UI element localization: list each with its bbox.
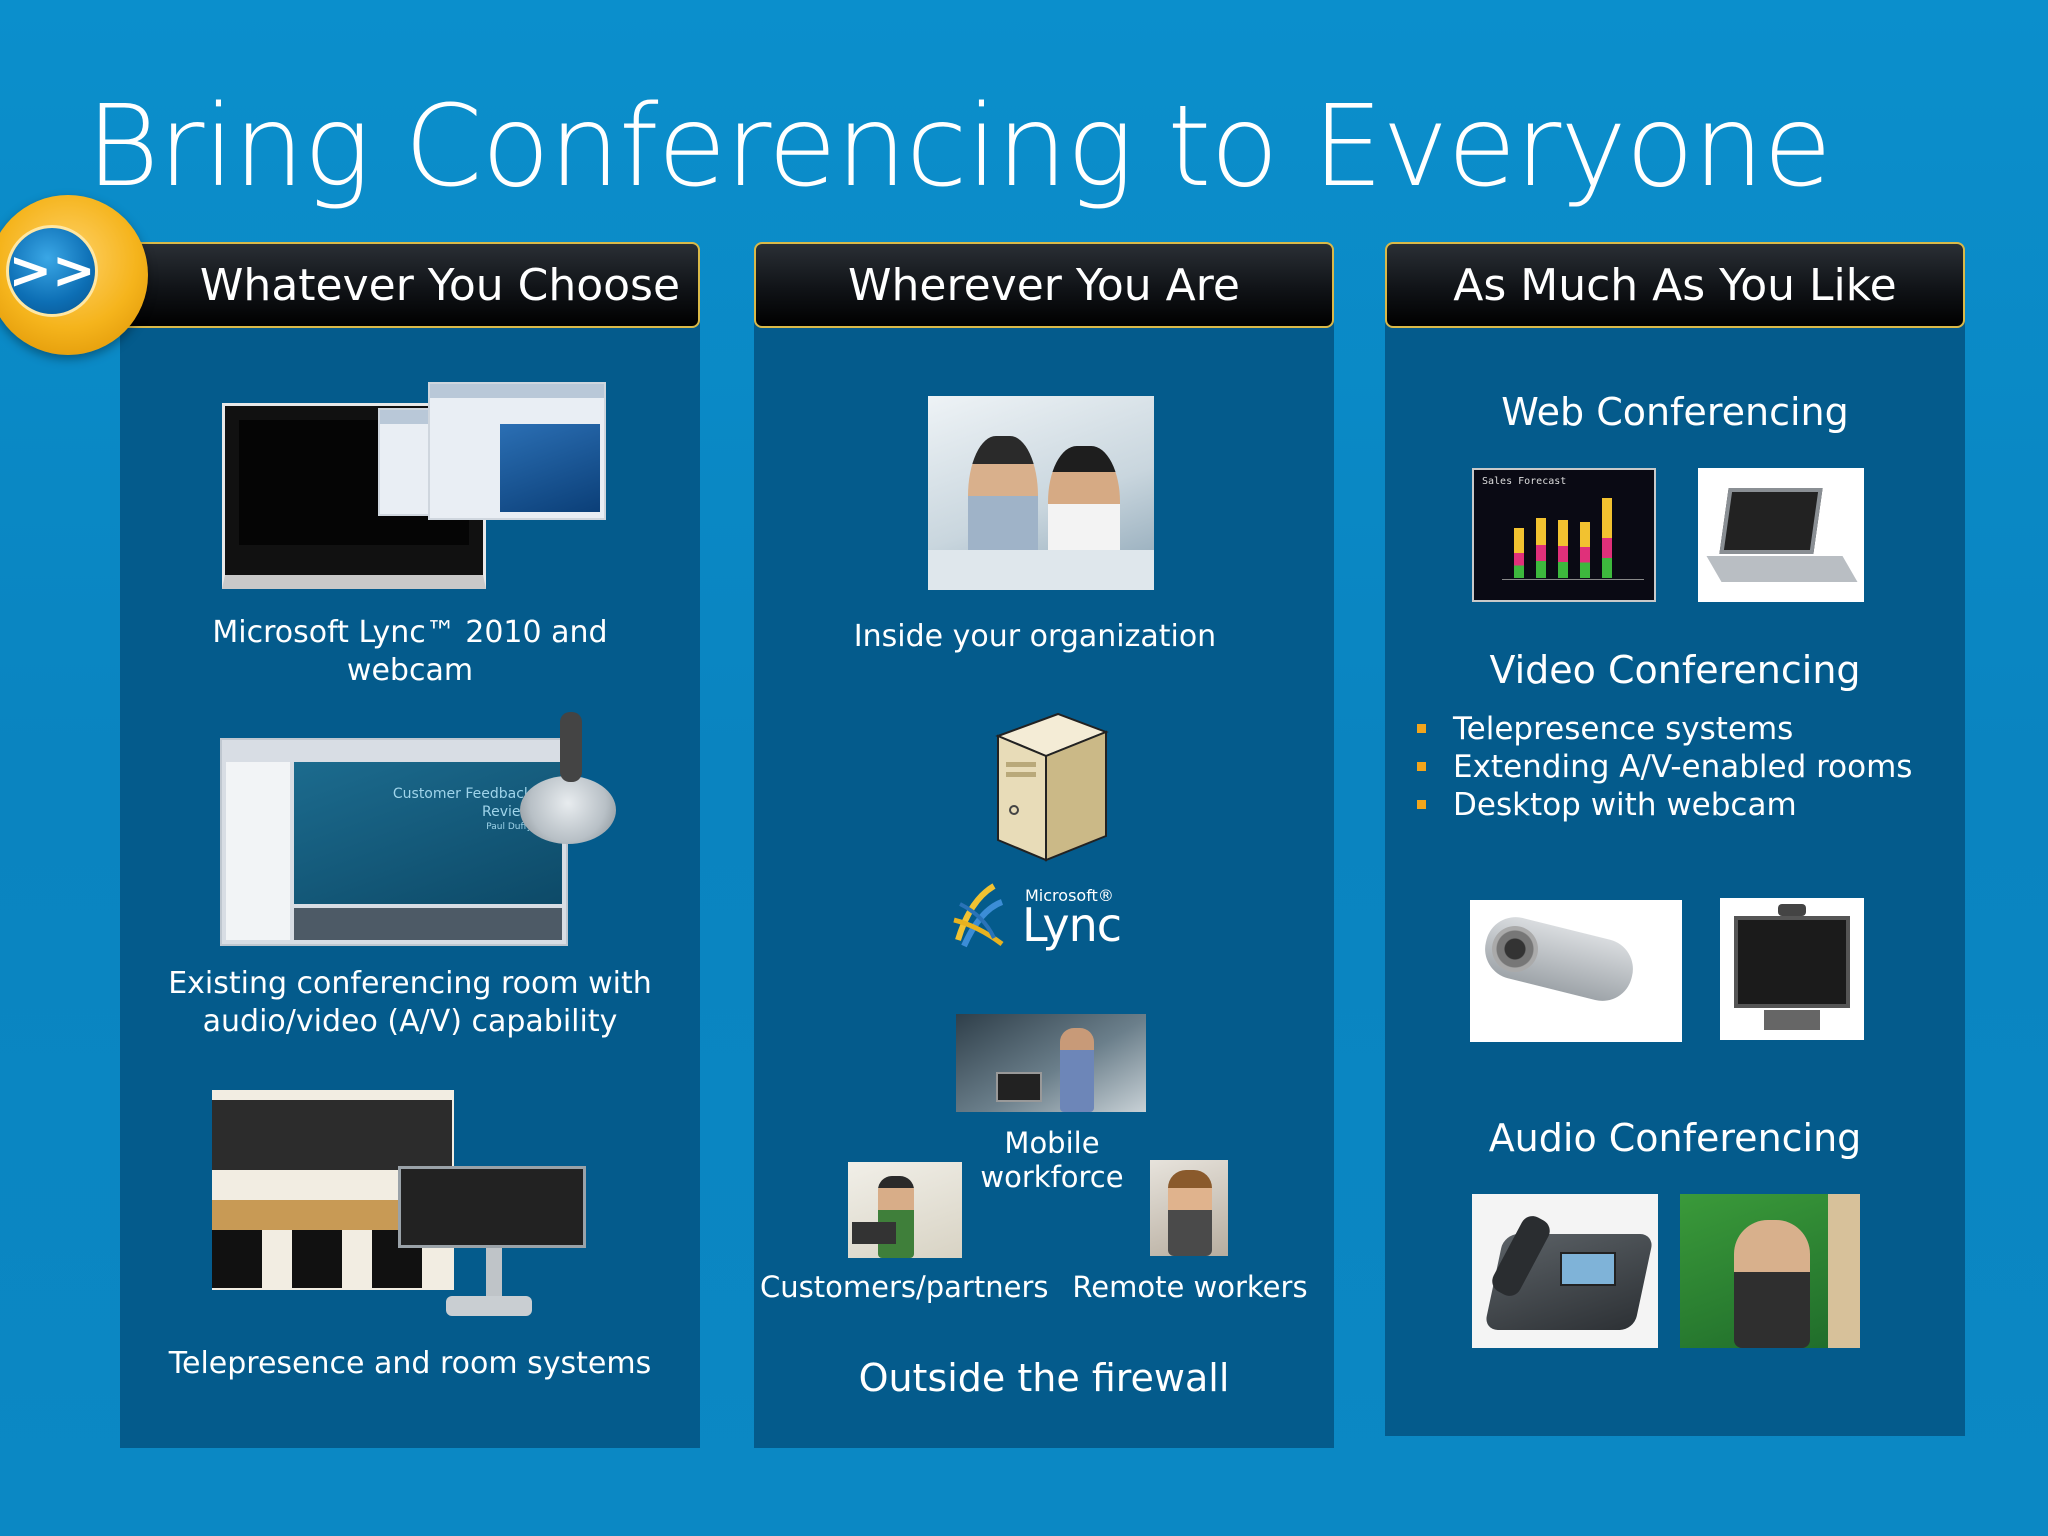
forward-badge-icon: >> xyxy=(0,195,148,355)
web-conferencing-heading: Web Conferencing xyxy=(1501,390,1849,434)
outside-firewall-caption: Outside the firewall xyxy=(858,1356,1230,1400)
telepresence-caption: Telepresence and room systems xyxy=(168,1346,652,1381)
screen-title-text: Customer Feedback xyxy=(392,786,532,802)
list-item: Desktop with webcam xyxy=(1415,786,1912,824)
lync-webcam-caption: Microsoft Lync™ 2010 and webcam xyxy=(212,615,608,688)
phone-call-person-image xyxy=(1680,1194,1860,1348)
room-system-base-image xyxy=(446,1296,532,1316)
remote-workers-image xyxy=(1150,1160,1228,1256)
microphone-stalk-image xyxy=(560,712,582,782)
screen-presenter-text: Paul Duffy xyxy=(486,822,532,832)
netbook-image xyxy=(1698,468,1864,602)
sales-forecast-title: Sales Forecast xyxy=(1482,476,1567,487)
slide-title: Bring Conferencing to Everyone xyxy=(86,82,1832,212)
room-system-display-image xyxy=(398,1166,586,1248)
column-header-whatever-you-choose: Whatever You Choose xyxy=(120,242,700,328)
audio-conferencing-heading: Audio Conferencing xyxy=(1488,1116,1862,1160)
mobile-workforce-image xyxy=(956,1014,1146,1112)
column-header-as-much-as-you-like: As Much As You Like xyxy=(1385,242,1965,328)
video-endpoint-image xyxy=(1720,898,1864,1040)
conference-room-screen-image: Customer Feedback Review Paul Duffy xyxy=(220,738,568,946)
customers-partners-image xyxy=(848,1162,962,1258)
lync-logo-wordmark: Lync xyxy=(1022,898,1122,952)
sales-forecast-chart-image: Sales Forecast xyxy=(1472,468,1656,602)
lync-logo-brand: Microsoft® xyxy=(1025,886,1114,905)
remote-workers-caption: Remote workers xyxy=(1072,1270,1308,1304)
desk-phone-image xyxy=(1472,1194,1658,1348)
room-system-stand-image xyxy=(486,1248,502,1308)
video-conferencing-heading: Video Conferencing xyxy=(1489,648,1861,692)
office-people-image xyxy=(928,396,1154,590)
customers-partners-caption: Customers/partners xyxy=(760,1270,1049,1304)
list-item: Extending A/V-enabled rooms xyxy=(1415,748,1912,786)
mobile-workforce-caption: Mobile workforce xyxy=(980,1126,1124,1194)
lync-logo-icon xyxy=(953,883,1004,948)
speakerphone-image xyxy=(520,776,616,844)
server-icon xyxy=(995,712,1109,862)
document-window-image xyxy=(428,382,606,520)
inside-organization-caption: Inside your organization xyxy=(853,619,1217,654)
column-header-wherever-you-are: Wherever You Are xyxy=(754,242,1334,328)
list-item: Telepresence systems xyxy=(1415,710,1912,748)
video-conferencing-list: Telepresence systems Extending A/V-enabl… xyxy=(1415,710,1912,824)
webcam-image xyxy=(1470,900,1682,1042)
double-chevron-icon: >> xyxy=(6,225,98,317)
screen-subtitle-text: Review xyxy=(482,804,532,820)
conference-room-caption: Existing conferencing room with audio/vi… xyxy=(168,966,652,1039)
